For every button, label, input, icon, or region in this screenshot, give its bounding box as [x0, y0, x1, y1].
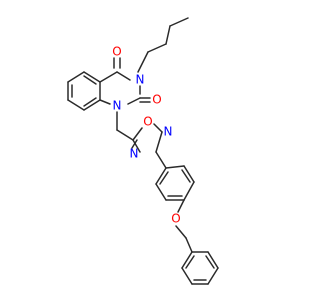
bond [181, 251, 193, 269]
bond [116, 71, 131, 81]
bond-inner [205, 255, 215, 269]
atom-label-nitrogen: N [113, 99, 122, 113]
atom-label-oxygen: O [143, 115, 152, 129]
bond [175, 225, 187, 239]
bond [165, 165, 185, 169]
bond [83, 71, 101, 83]
bond-inner [131, 139, 138, 149]
bond [132, 127, 143, 141]
bond [169, 17, 189, 27]
bond [153, 123, 163, 133]
bond [185, 237, 193, 253]
atom-labels: O N O N O N N O [112, 45, 180, 226]
bond [177, 199, 185, 213]
bond [183, 165, 195, 183]
bond [207, 267, 219, 285]
atom-label-oxygen: O [152, 93, 161, 107]
bond [181, 267, 193, 285]
bond [165, 25, 171, 45]
bond [99, 99, 111, 105]
bond [132, 139, 141, 153]
atom-label-nitrogen: N [164, 125, 173, 139]
molecule-diagram: O N O N O N N O [67, 17, 219, 285]
bond [116, 129, 134, 141]
atom-label-oxygen: O [171, 212, 180, 226]
bond-inner [83, 75, 97, 85]
bond [155, 151, 167, 169]
bond [83, 99, 101, 111]
bond [67, 71, 85, 83]
bond-inner [185, 255, 195, 269]
bond [155, 131, 163, 153]
bond-inner [159, 171, 169, 185]
bond [147, 43, 167, 53]
bond [127, 97, 141, 105]
bond [183, 181, 195, 201]
structure-svg: O N O N O N N O [67, 17, 219, 285]
atom-label-nitrogen: N [130, 147, 139, 161]
bond [155, 167, 167, 185]
bond [67, 99, 85, 111]
bond [99, 71, 118, 83]
bond-lines [67, 17, 219, 285]
atom-label-oxygen: O [112, 45, 121, 59]
bond [137, 51, 149, 73]
atom-label-nitrogen: N [136, 73, 145, 87]
bond [207, 251, 219, 269]
bond-inner [181, 169, 191, 183]
bond-inner [83, 97, 97, 107]
bond [155, 183, 167, 201]
